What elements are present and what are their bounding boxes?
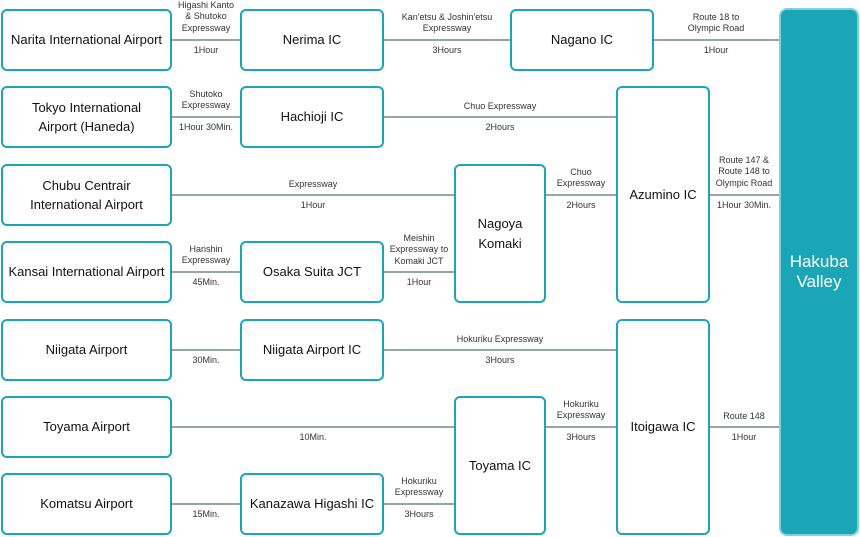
node-azumino-ic: Azumino IC bbox=[616, 86, 710, 303]
label-kanazawa-toyama-time: 3Hours bbox=[404, 509, 434, 519]
label-toyama-itoigawa-time: 3Hours bbox=[566, 432, 596, 442]
label-chubu-nagoya-time: 1Hour bbox=[300, 200, 326, 210]
label-nagano-hakuba-route: Route 18 to Olympic Road bbox=[687, 12, 745, 34]
label-nagoya-azumino-time: 2Hours bbox=[566, 200, 596, 210]
label-azumino-hakuba-time: 1Hour 30Min. bbox=[716, 200, 772, 210]
node-nagoya-komaki: Nagoya Komaki bbox=[454, 164, 546, 303]
node-nagano-ic: Nagano IC bbox=[510, 9, 654, 71]
node-niigata-airport-ic: Niigata Airport IC bbox=[240, 319, 384, 381]
label-kansai-osaka-route: Hanshin Expressway bbox=[181, 244, 231, 266]
label-niigata-itoigawa-route: Hokuriku Expressway bbox=[456, 334, 544, 344]
label-hachioji-azumino-route: Chuo Expressway bbox=[463, 101, 537, 111]
node-komatsu-airport: Komatsu Airport bbox=[1, 473, 172, 535]
node-hakuba-valley: Hakuba Valley bbox=[779, 8, 859, 536]
label-osaka-nagoya-time: 1Hour bbox=[406, 277, 432, 287]
node-chubu-centrair-airport: Chubu Centrair International Airport bbox=[1, 164, 172, 226]
label-haneda-hachioji-time: 1Hour 30Min. bbox=[178, 122, 234, 132]
label-narita-nerima-time: 1Hour bbox=[193, 45, 219, 55]
label-nerima-nagano-route: Kan'etsu & Joshin'etsu Expressway bbox=[401, 12, 493, 34]
label-niigata-airport-ic-time: 30Min. bbox=[192, 355, 220, 365]
node-kanazawa-higashi-ic: Kanazawa Higashi IC bbox=[240, 473, 384, 535]
label-kansai-osaka-time: 45Min. bbox=[192, 277, 220, 287]
label-azumino-hakuba-route: Route 147 & Route 148 to Olympic Road bbox=[715, 155, 773, 188]
label-nerima-nagano-time: 3Hours bbox=[432, 45, 462, 55]
label-toyama-airport-time: 10Min. bbox=[299, 432, 327, 442]
node-nerima-ic: Nerima IC bbox=[240, 9, 384, 71]
label-nagano-hakuba-time: 1Hour bbox=[703, 45, 729, 55]
node-narita-airport: Narita International Airport bbox=[1, 9, 172, 71]
label-osaka-nagoya-route: Meishin Expressway to Komaki JCT bbox=[389, 233, 449, 266]
label-toyama-itoigawa-route: Hokuriku Expressway bbox=[556, 399, 606, 421]
node-toyama-airport: Toyama Airport bbox=[1, 396, 172, 458]
label-komatsu-kanazawa-time: 15Min. bbox=[192, 509, 220, 519]
label-itoigawa-hakuba-route: Route 148 bbox=[723, 411, 765, 421]
node-kansai-airport: Kansai International Airport bbox=[1, 241, 172, 303]
label-hachioji-azumino-time: 2Hours bbox=[485, 122, 515, 132]
node-hachioji-ic: Hachioji IC bbox=[240, 86, 384, 148]
label-itoigawa-hakuba-time: 1Hour bbox=[731, 432, 757, 442]
label-niigata-itoigawa-time: 3Hours bbox=[485, 355, 515, 365]
node-niigata-airport: Niigata Airport bbox=[1, 319, 172, 381]
label-kanazawa-toyama-route: Hokuriku Expressway bbox=[394, 476, 444, 498]
label-nagoya-azumino-route: Chuo Expressway bbox=[556, 167, 606, 189]
node-itoigawa-ic: Itoigawa IC bbox=[616, 319, 710, 535]
node-osaka-suita-jct: Osaka Suita JCT bbox=[240, 241, 384, 303]
label-haneda-hachioji-route: Shutoko Expressway bbox=[181, 89, 231, 111]
node-toyama-ic: Toyama IC bbox=[454, 396, 546, 535]
node-haneda-airport: Tokyo International Airport (Haneda) bbox=[1, 86, 172, 148]
label-narita-nerima-route: Higashi Kanto & Shutoko Expressway bbox=[177, 0, 235, 33]
label-chubu-nagoya-route: Expressway bbox=[288, 179, 338, 189]
